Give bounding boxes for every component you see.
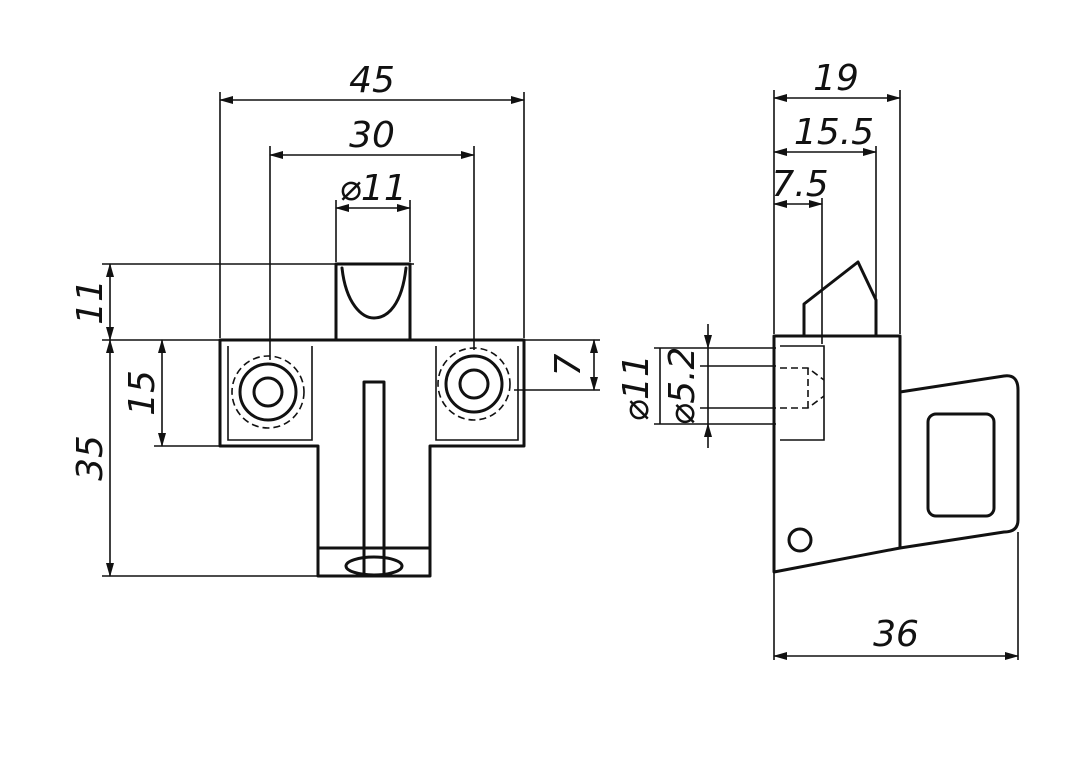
- side-view-flap: [898, 374, 1020, 550]
- side-view: 19 15.5 7.5 ⌀11 ⌀5.2 36: [616, 58, 1020, 660]
- front-bottom-ellipse: [344, 555, 404, 577]
- dim-front-total-height: 35: [70, 435, 111, 481]
- front-right-hole: [437, 347, 511, 421]
- side-view-counterbore: [780, 367, 825, 409]
- front-left-hole: [231, 355, 305, 429]
- dim-side-inner-diameter: ⌀5.2: [662, 347, 703, 426]
- front-center-slot: [362, 380, 386, 578]
- dim-side-width-inner: 15.5: [794, 112, 874, 153]
- dim-front-hole-height: 15: [122, 370, 163, 416]
- front-view-outline: [218, 338, 526, 578]
- dim-front-top-diameter: ⌀11: [339, 168, 406, 209]
- dim-side-width: 19: [813, 58, 859, 99]
- dim-side-offset: 7.5: [771, 164, 828, 205]
- front-view: 45 30 ⌀11 11 15 35 7: [70, 60, 600, 578]
- dim-front-flange-height: 7: [548, 353, 589, 376]
- dim-front-width: 45: [349, 60, 395, 101]
- front-top-tab: [334, 262, 412, 342]
- dim-front-top-height: 11: [70, 279, 111, 325]
- dim-side-outer-diameter: ⌀11: [616, 354, 657, 421]
- dim-side-total-width: 36: [873, 614, 919, 655]
- side-dimension-lines: [659, 94, 1019, 660]
- front-top-tab-curve: [340, 266, 408, 320]
- dim-front-hole-spacing: 30: [349, 115, 395, 156]
- side-view-hook: [802, 260, 878, 338]
- side-view-pin-hole: [787, 527, 813, 553]
- side-view-insert: [780, 345, 825, 441]
- side-view-window: [926, 412, 996, 518]
- front-flange-inner-edge: [227, 346, 519, 441]
- side-extension-lines: [654, 90, 1019, 660]
- side-view-body: [772, 334, 902, 574]
- front-extension-lines: [102, 92, 600, 577]
- front-dimension-lines: [106, 96, 598, 577]
